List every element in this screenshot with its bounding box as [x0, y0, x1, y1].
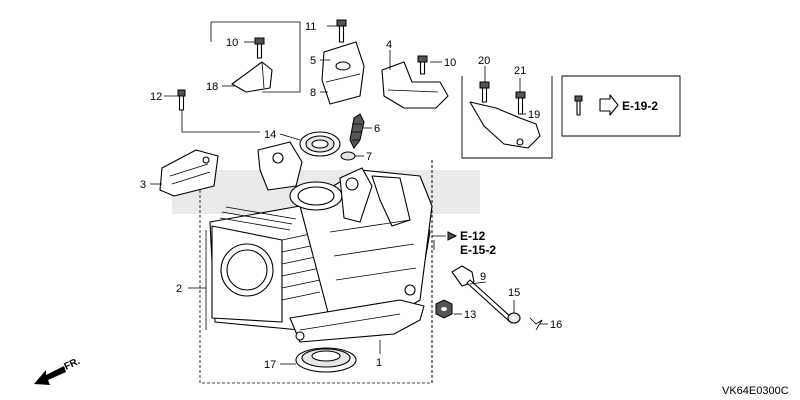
reference-e12-e15[interactable]: E-12 E-15-2 — [447, 229, 496, 257]
reference-e19-label[interactable]: E-19-2 — [622, 99, 658, 113]
front-arrow-icon — [34, 366, 66, 385]
inset-box — [461, 76, 553, 159]
bolt-part-20[interactable] — [479, 81, 490, 103]
oil-seal-part-14[interactable] — [299, 131, 341, 157]
callout-19: 19 — [528, 109, 540, 121]
callout-2: 2 — [176, 283, 182, 295]
callout-18: 18 — [206, 81, 218, 93]
callout-1: 1 — [376, 357, 382, 369]
control-rod-part-9[interactable] — [451, 265, 513, 322]
reference-e15-label[interactable]: E-15-2 — [460, 243, 496, 257]
callout-7: 7 — [366, 151, 372, 163]
callout-11: 11 — [305, 21, 316, 33]
callout-labels: 11 10 18 12 5 8 4 10 6 14 7 3 2 1 17 13 … — [140, 21, 562, 371]
callout-4: 4 — [386, 39, 392, 51]
bracket-part-18[interactable] — [231, 61, 273, 93]
callout-6: 6 — [374, 123, 380, 135]
assembly-boundary — [199, 160, 433, 384]
bolt-part-21[interactable] — [515, 91, 526, 115]
callout-9: 9 — [480, 271, 486, 283]
callout-10-left: 10 — [226, 37, 238, 49]
reference-e12-label[interactable]: E-12 — [460, 229, 486, 243]
diagram-code: VK64E0300C — [722, 385, 789, 397]
cap-part-7[interactable] — [340, 151, 356, 161]
callout-13: 13 — [464, 309, 476, 321]
bolt-part-10-right[interactable] — [417, 55, 428, 75]
callout-10-right: 10 — [444, 57, 456, 69]
callout-15: 15 — [508, 287, 520, 299]
front-label: FR. — [63, 356, 82, 373]
callout-16: 16 — [550, 319, 562, 331]
callout-14: 14 — [264, 129, 276, 141]
bolt-part-10-left[interactable] — [254, 37, 265, 59]
leader-lines — [150, 21, 548, 365]
bolt-part-11[interactable] — [336, 19, 347, 43]
bolt-part-12[interactable] — [177, 89, 186, 111]
callout-5: 5 — [310, 55, 316, 67]
callout-21: 21 — [514, 65, 526, 77]
chain-link-part-6[interactable] — [349, 113, 365, 149]
callout-20: 20 — [478, 55, 490, 67]
side-cover-part-3[interactable] — [159, 149, 219, 197]
callout-17: 17 — [264, 359, 276, 371]
bearing-part-17[interactable] — [295, 347, 357, 373]
cover-plate-part-4[interactable] — [381, 61, 449, 109]
clip-pin-part-16[interactable] — [529, 317, 543, 331]
callout-3: 3 — [140, 179, 146, 191]
callout-8: 8 — [310, 87, 316, 99]
callout-12: 12 — [150, 91, 162, 103]
front-direction-marker: FR. — [34, 356, 82, 385]
reference-box-e19 — [561, 75, 681, 137]
nut-part-13[interactable] — [435, 299, 453, 319]
shield-bracket-part-5-8[interactable] — [321, 41, 365, 105]
cylinder-block-part[interactable] — [209, 141, 433, 343]
washer-part-15[interactable] — [507, 312, 521, 324]
